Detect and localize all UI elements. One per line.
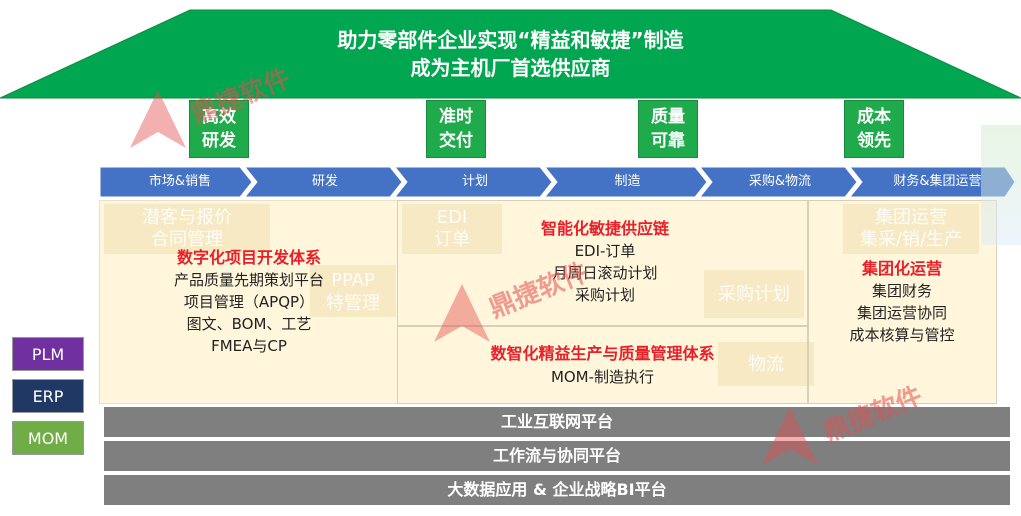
pillar-reliable-quality: 质量 可靠	[638, 100, 698, 158]
plm-title: 数字化项目开发体系	[176, 248, 321, 267]
pillar-line: 交付	[439, 131, 473, 151]
ghost-box	[402, 204, 502, 254]
ghost-label: 集团运营	[875, 207, 947, 228]
supply-chain-line: EDI-订单	[574, 242, 636, 260]
roof-banner	[0, 9, 1021, 99]
platform-bigdata-bi: 大数据应用 & 企业战略BI平台	[104, 475, 1010, 505]
legend-mom: MOM	[12, 421, 84, 455]
mom-title: 数智化精益生产与质量管理体系	[490, 344, 715, 363]
ghost-label: 潜客与报价	[142, 207, 232, 228]
watermark-logo-icon	[130, 90, 186, 148]
ghost-label: 订单	[434, 229, 470, 250]
pillar-line: 高效	[202, 107, 236, 127]
mom-panel	[397, 326, 808, 404]
pillar-line: 领先	[857, 131, 891, 151]
pillar-line: 质量	[651, 107, 685, 127]
ghost-box	[104, 204, 270, 254]
process-chevrons	[100, 167, 1015, 197]
pillar-line: 可靠	[651, 131, 685, 151]
watermark-logo-icon	[434, 284, 490, 342]
roof-title: 助力零部件企业实现“精益和敏捷”制造	[337, 28, 684, 52]
group-ops-line: 成本核算与管控	[849, 326, 955, 344]
plm-line: 图文、BOM、工艺	[186, 315, 312, 333]
platform-industrial-internet: 工业互联网平台	[104, 407, 1010, 437]
ghost-label: PPAP	[331, 270, 375, 291]
ghost-label: 集采/销/生产	[859, 229, 963, 250]
watermark-logo-icon	[762, 407, 818, 465]
supply-chain-panel	[397, 200, 808, 326]
process-step-rd: 研发	[311, 174, 338, 189]
decorative-strip	[981, 125, 1021, 245]
ghost-label: 特管理	[326, 293, 380, 314]
process-step-planning: 计划	[461, 174, 488, 189]
process-step-procurement: 采购&物流	[748, 174, 812, 189]
ghost-box	[310, 265, 396, 317]
plm-line: 项目管理（APQP）	[183, 293, 315, 311]
legend-erp: ERP	[12, 379, 84, 413]
group-ops-line: 集团运营协同	[856, 304, 947, 322]
supply-chain-line: 采购计划	[574, 286, 635, 304]
ghost-box	[718, 342, 814, 386]
plm-line: FMEA与CP	[211, 337, 287, 355]
process-step-finance: 财务&集团运营	[893, 174, 982, 189]
platform-workflow: 工作流与协同平台	[104, 441, 1010, 471]
ghost-label: 物流	[748, 354, 784, 375]
pillar-line: 准时	[439, 107, 473, 127]
group-ops-line: 集团财务	[871, 282, 932, 300]
pillar-cost-leading: 成本 领先	[844, 100, 904, 158]
supply-chain-line: 月周日滚动计划	[552, 264, 658, 282]
ghost-label: 采购计划	[718, 284, 790, 305]
pillar-efficient-rd: 高效 研发	[189, 100, 249, 158]
mom-line: MOM-制造执行	[550, 368, 655, 386]
process-flow: 市场&销售 研发 计划 制造 采购&物流 财务&集团运营	[100, 167, 1015, 197]
group-ops-panel	[808, 200, 997, 404]
supply-chain-title: 智能化敏捷供应链	[540, 219, 669, 238]
ghost-label: EDI	[436, 207, 468, 228]
plm-line: 产品质量先期策划平台	[173, 271, 324, 289]
process-step-marketing: 市场&销售	[148, 174, 212, 189]
pillar-line: 研发	[202, 131, 236, 151]
process-step-manufacturing: 制造	[614, 174, 641, 189]
ghost-box	[843, 204, 979, 254]
ghost-box	[704, 270, 804, 318]
pillar-on-time-delivery: 准时 交付	[426, 100, 486, 158]
roof-subtitle: 成为主机厂首选供应商	[410, 56, 611, 80]
group-ops-title: 集团化运营	[861, 259, 942, 278]
legend-plm: PLM	[12, 337, 84, 371]
ghost-label: 合同管理	[151, 229, 223, 250]
pillar-line: 成本	[857, 107, 891, 127]
